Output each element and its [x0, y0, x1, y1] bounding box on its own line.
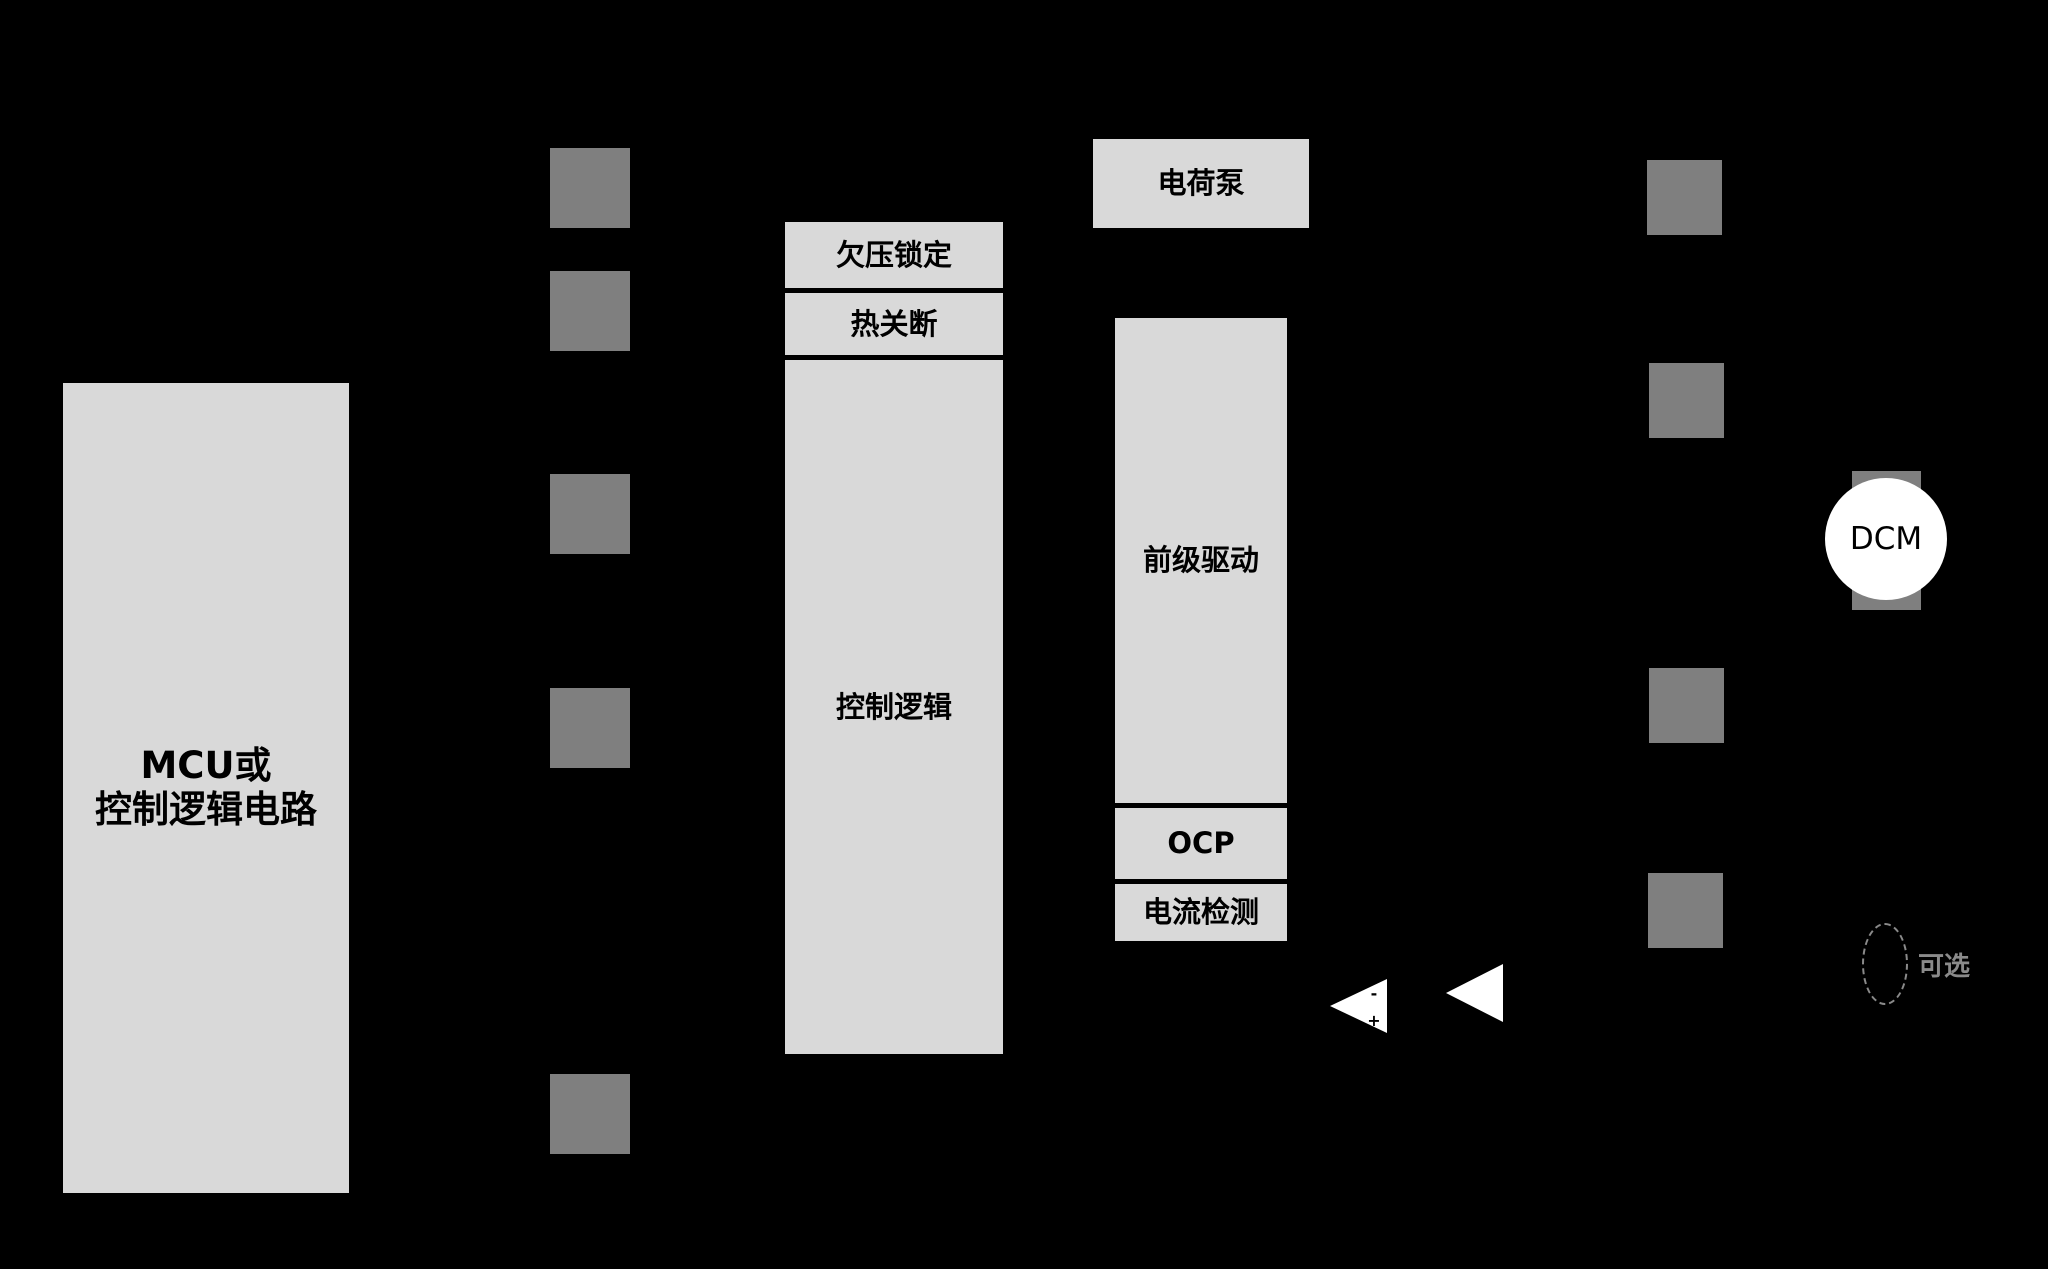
- comparator-plus-sign: +: [1367, 1011, 1380, 1030]
- thermal-shutdown-block: 热关断: [785, 293, 1003, 355]
- uvlo-label: 欠压锁定: [835, 237, 952, 272]
- control-logic-block: 控制逻辑: [785, 360, 1003, 1054]
- optional-legend-oval: [1862, 923, 1908, 1005]
- current-sense-block: 电流检测: [1115, 884, 1287, 941]
- predriver-block: 前级驱动: [1115, 318, 1287, 803]
- charge-pump-label: 电荷泵: [1157, 166, 1245, 201]
- pin-pad-left-2: [550, 271, 630, 351]
- dc-motor: DCM: [1825, 478, 1947, 600]
- ocp-block: OCP: [1115, 808, 1287, 879]
- comparator-minus-sign: -: [1371, 984, 1378, 1003]
- comparator-symbol: - +: [1330, 979, 1387, 1033]
- current-sense-label: 电流检测: [1142, 895, 1259, 930]
- optional-legend-label: 可选: [1918, 952, 1971, 982]
- pin-pad-left-4: [550, 688, 630, 768]
- pin-pad-left-1: [550, 148, 630, 228]
- pin-pad-right-1: [1647, 160, 1722, 235]
- mcu-label-line2: 控制逻辑电路: [95, 788, 317, 831]
- buffer-amplifier-symbol: [1446, 964, 1503, 1022]
- dc-motor-label: DCM: [1849, 521, 1923, 557]
- pin-pad-left-5: [550, 1074, 630, 1154]
- pin-pad-left-3: [550, 474, 630, 554]
- ocp-label: OCP: [1167, 826, 1235, 861]
- pin-pad-right-4: [1648, 873, 1723, 948]
- predriver-label: 前级驱动: [1142, 543, 1259, 578]
- uvlo-block: 欠压锁定: [785, 222, 1003, 288]
- mcu-block: MCU或 控制逻辑电路: [63, 383, 349, 1193]
- control-logic-label: 控制逻辑: [835, 689, 952, 724]
- charge-pump-block: 电荷泵: [1093, 139, 1309, 228]
- pin-pad-right-2: [1649, 363, 1724, 438]
- thermal-shutdown-label: 热关断: [850, 306, 938, 341]
- mcu-label-line1: MCU或: [140, 743, 272, 787]
- pin-pad-right-3: [1649, 668, 1724, 743]
